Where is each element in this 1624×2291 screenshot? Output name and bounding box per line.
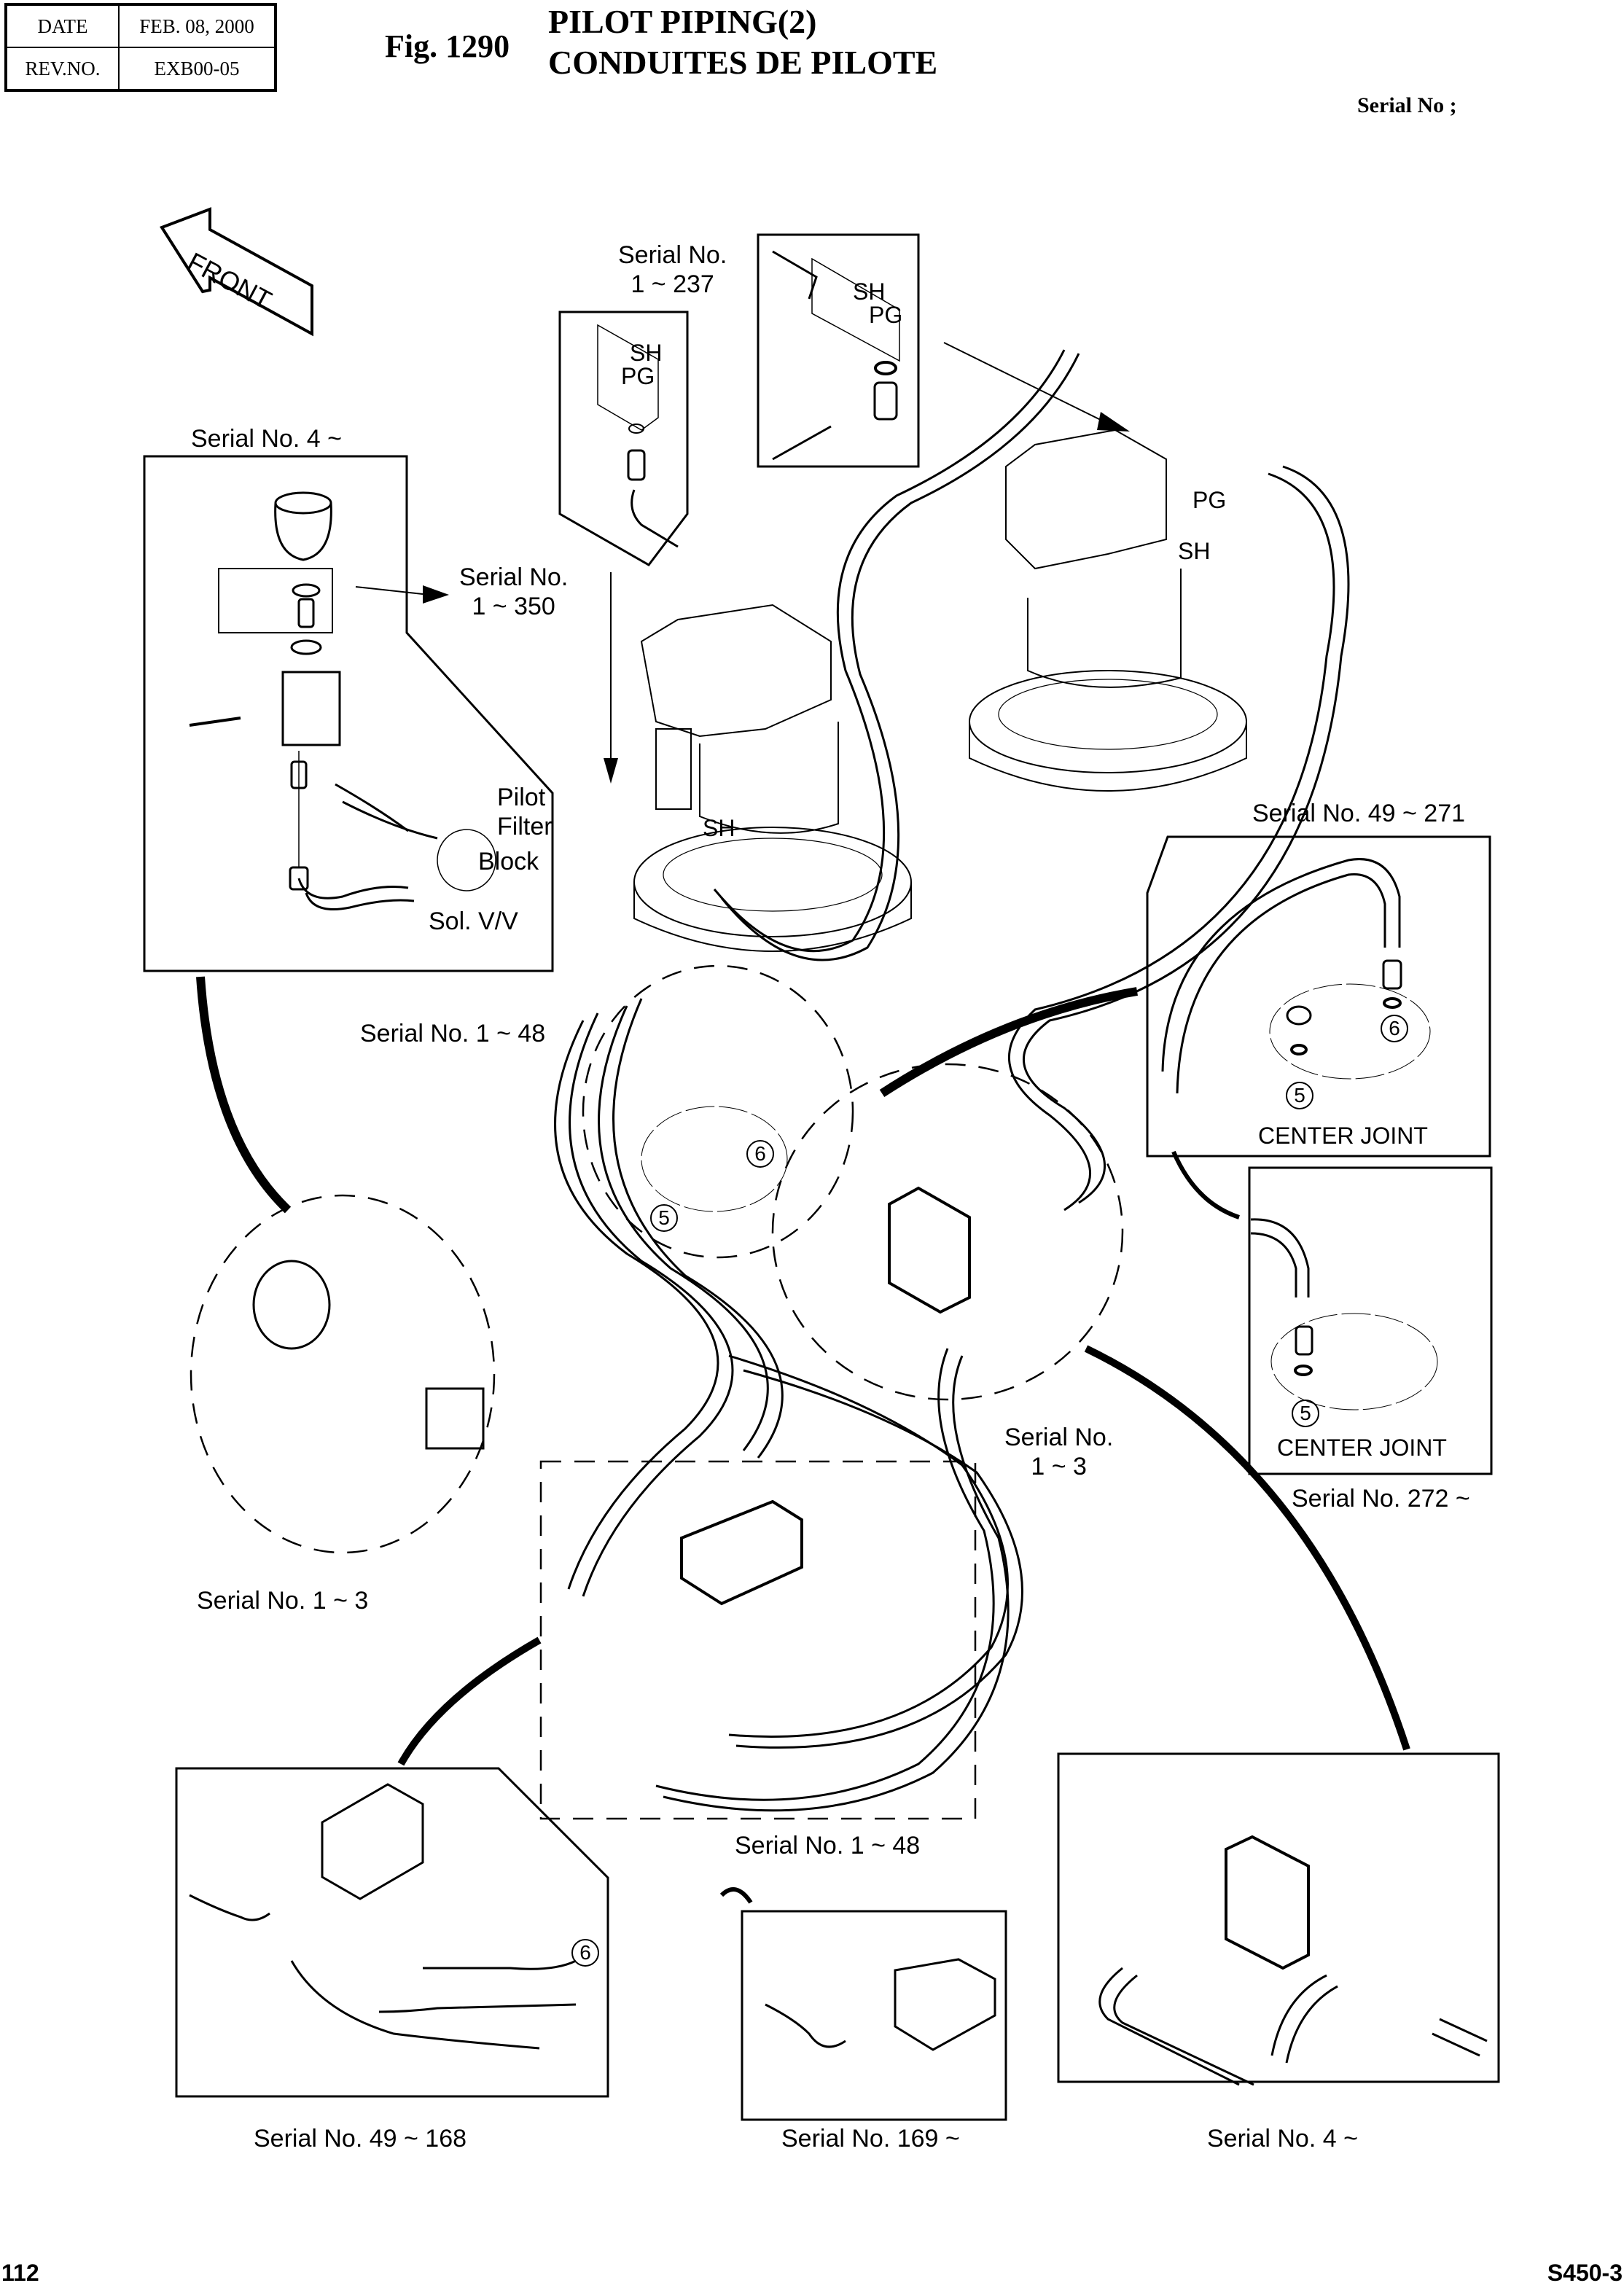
rev-label: REV.NO. [5,47,120,91]
inset-serial-4-bottom [1057,1752,1500,2083]
inset-serial-272 [1248,1166,1493,1475]
label-serial-1-48-top: Serial No. 1 ~ 48 [360,1020,546,1047]
ref-6-main: 6 [746,1140,774,1168]
title-french: CONDUITES DE PILOTE [548,44,938,81]
figure-number: Fig. 1290 [385,28,510,64]
inset-serial-49-271 [1146,835,1491,1158]
label-serial-49-271: Serial No. 49 ~ 271 [1252,800,1466,827]
title-english: PILOT PIPING(2) [548,3,817,40]
label-serial-49-168: Serial No. 49 ~ 168 [254,2125,467,2153]
date-label: DATE [5,4,120,48]
label-serial-4-top: Serial No. 4 ~ [191,425,342,453]
page-number: 112 [1,2260,39,2286]
inset-serial-169 [741,1910,1007,2121]
label-serial-1-3-left: Serial No. 1 ~ 3 [197,1587,369,1615]
inset-serial-1-350 [218,568,333,633]
label-sol-vv: Sol. V/V [429,908,518,935]
serial-note: Serial No ; [1357,93,1457,117]
model-number: S450-3 [1547,2260,1623,2286]
label-pg-motor: PG [1192,487,1227,513]
ref-6-bottom-inset: 6 [571,1939,599,1967]
date-value: FEB. 08, 2000 [118,4,276,48]
figure-title: PILOT PIPING(2) CONDUITES DE PILOTE [548,1,937,83]
swing-motor-left [633,604,912,952]
revision-table: DATE FEB. 08, 2000 REV.NO. EXB00-05 [4,3,277,92]
rev-value: EXB00-05 [118,47,276,91]
label-serial-1-48-bottom: Serial No. 1 ~ 48 [735,1832,921,1859]
ref-5-inset: 5 [1286,1082,1313,1109]
ref-5-inset-2: 5 [1292,1400,1319,1427]
front-arrow-icon [159,207,313,337]
swing-motor-right [969,429,1247,792]
label-sh-inset-b: SH [853,278,886,305]
label-serial-272: Serial No. 272 ~ [1292,1485,1470,1513]
inset-serial-49-168 [175,1767,609,2098]
label-center-joint-2: CENTER JOINT [1277,1435,1447,1461]
inset-serial-4-top [143,455,554,972]
label-pg-inset-a: PG [621,363,655,389]
label-serial-1-350: Serial No. 1 ~ 350 [459,563,569,620]
label-pg-inset-b: PG [869,302,903,328]
label-pilot-filter: Pilot Filter [497,784,553,840]
label-serial-4-bottom: Serial No. 4 ~ [1207,2125,1358,2153]
label-serial-1-3-right: Serial No. 1 ~ 3 [1004,1424,1114,1480]
inset-serial-1-237-a [558,311,689,566]
label-sh-motor: SH [1178,538,1211,564]
label-sh-inset-a: SH [630,340,663,366]
label-block: Block [478,848,539,875]
ref-5-main: 5 [650,1204,678,1232]
label-serial-169: Serial No. 169 ~ [781,2125,960,2153]
label-sh-left-motor: SH [703,815,735,841]
label-serial-1-237: Serial No. 1 ~ 237 [618,241,727,298]
ref-6-inset: 6 [1381,1015,1408,1042]
label-center-joint-1: CENTER JOINT [1258,1123,1428,1149]
inset-serial-1-237-b [757,233,920,468]
